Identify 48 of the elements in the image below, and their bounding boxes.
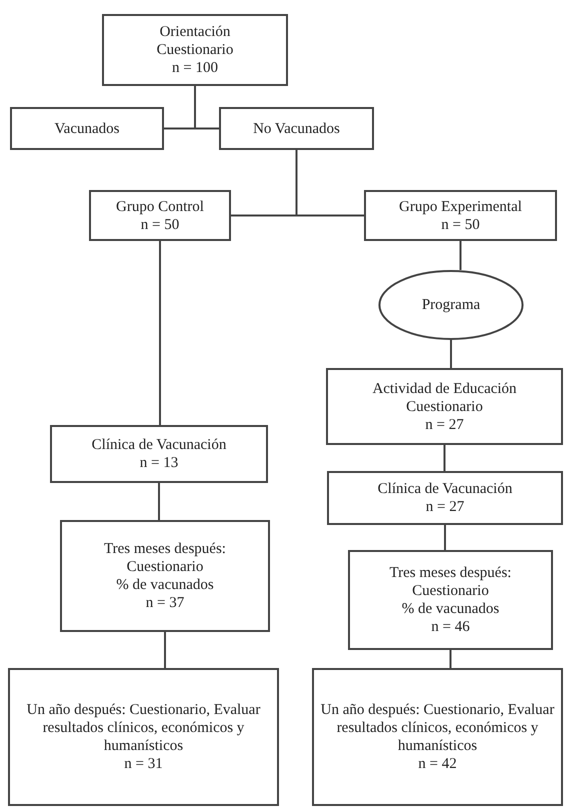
box-text: Clínica de Vacunación [378, 480, 512, 498]
box-text: Orientación [160, 23, 230, 41]
box-text: Programa [422, 296, 480, 314]
box-text: Cuestionario [156, 41, 234, 59]
box-text: Cuestionario [126, 558, 204, 576]
process-box [8, 668, 279, 806]
box-text: n = 37 [146, 594, 184, 612]
box-text: % de vacunados [116, 576, 214, 594]
process-box [348, 550, 553, 650]
connector-line [164, 632, 166, 668]
process-box [219, 107, 374, 150]
connector-line [460, 241, 462, 270]
connector-line [450, 340, 452, 368]
process-ellipse [378, 270, 524, 340]
box-text: Cuestionario [406, 398, 483, 416]
connector-line [159, 241, 161, 425]
process-box [102, 14, 288, 86]
box-text: n = 31 [124, 755, 163, 773]
process-box [89, 190, 231, 241]
process-box [50, 425, 268, 483]
box-text: n = 50 [441, 216, 480, 234]
connector-line [444, 445, 446, 471]
box-text: n = 50 [140, 216, 180, 234]
box-text: n = 46 [431, 618, 470, 636]
process-box [312, 668, 563, 806]
box-text: No Vacunados [253, 120, 340, 138]
process-box [326, 368, 563, 445]
box-text: Grupo Control [116, 198, 204, 216]
box-text: Clínica de Vacunación [92, 436, 226, 454]
box-text: Tres meses después: [104, 540, 226, 558]
box-text: n = 27 [426, 498, 464, 516]
process-box [60, 520, 270, 632]
connector-line [450, 650, 452, 668]
process-box [327, 471, 563, 525]
box-text: n = 100 [172, 59, 218, 77]
box-text: Actividad de Educación [372, 380, 517, 398]
box-text: % de vacunados [402, 600, 500, 618]
connector-line [444, 525, 446, 550]
box-text: Cuestionario [412, 582, 489, 600]
box-text: n = 13 [140, 454, 178, 472]
process-box [364, 190, 557, 241]
box-text: Vacunados [54, 120, 120, 138]
box-text: Tres meses después: [390, 564, 512, 582]
box-text: Grupo Experimental [399, 198, 522, 216]
connector-line [158, 483, 160, 520]
box-text: n = 42 [418, 755, 457, 773]
process-box [10, 107, 164, 150]
box-text: n = 27 [425, 416, 464, 434]
